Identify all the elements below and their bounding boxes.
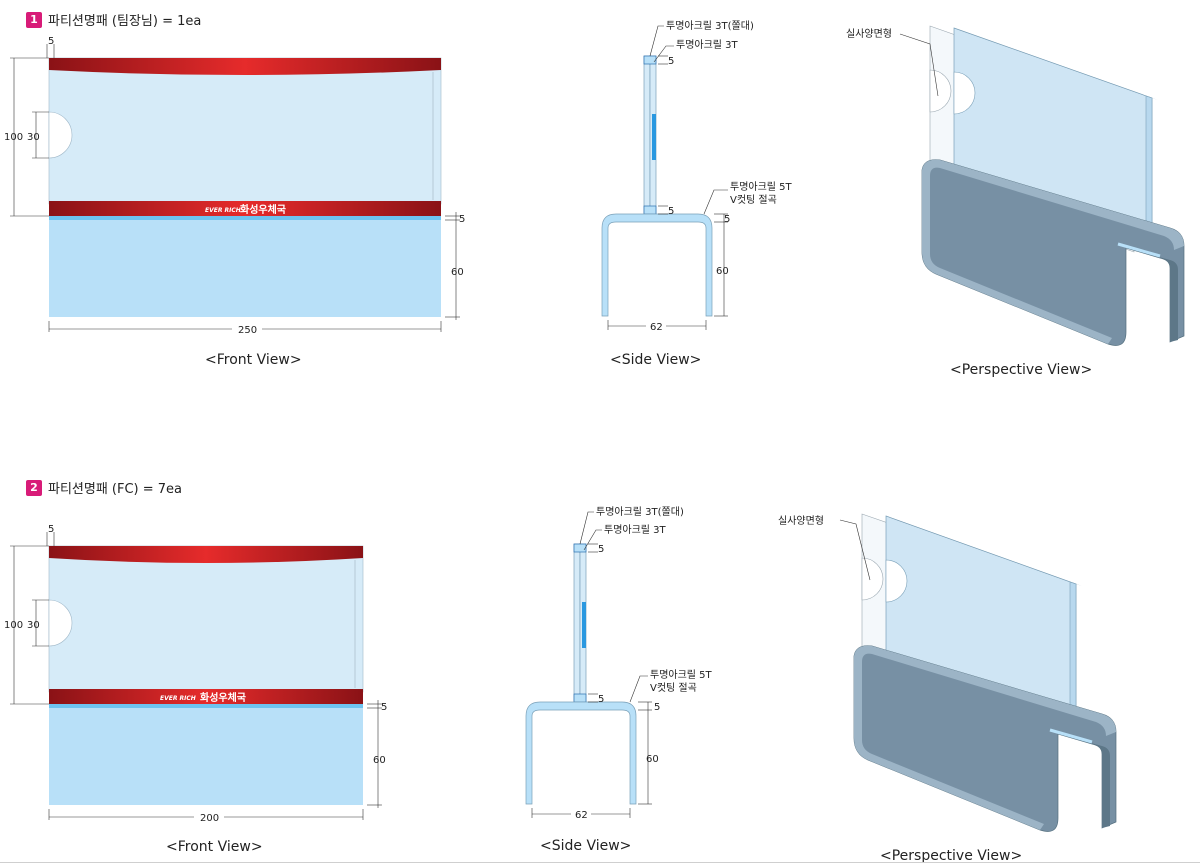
dim-side-joint: 5 <box>668 206 674 217</box>
dim-cutout-2: 30 <box>27 620 40 631</box>
dim-side-base-width: 62 <box>650 322 663 333</box>
dim-cutout: 30 <box>27 132 40 143</box>
front-view-1: EVER RICH 화성우체국 5 100 30 5 60 250 <box>4 36 465 336</box>
side-view-2: 투명아크릴 3T(쫄대) 투명아크릴 3T 투명아크릴 5T V컷팅 절곡 5 … <box>525 505 713 821</box>
front-view-caption-1: <Front View> <box>205 352 302 368</box>
dim-height-2: 100 <box>4 620 23 631</box>
perspective-view-1: 실사양면형 <box>846 25 1185 346</box>
label-persp: 실사양면형 <box>846 28 892 40</box>
brand-band <box>49 201 441 216</box>
front-view-caption-2: <Front View> <box>166 839 263 855</box>
dim-side-top: 5 <box>668 56 674 67</box>
label-base: 투명아크릴 5T <box>730 180 793 193</box>
brand-logo: EVER RICH <box>205 207 241 214</box>
section-2-heading: 2 파티션명패 (FC) = 7ea <box>26 478 182 497</box>
label-panel: 투명아크릴 3T <box>676 38 739 51</box>
side-view-caption-2: <Side View> <box>540 838 632 854</box>
section-2-badge: 2 <box>26 479 42 496</box>
dim-side-base-top: 5 <box>724 214 730 225</box>
front-panel <box>48 57 442 205</box>
front-view-2: EVER RICH 화성우체국 5 100 30 5 60 200 <box>4 524 387 824</box>
dim-base-2: 60 <box>373 755 386 766</box>
top-red-bar <box>49 58 441 75</box>
section-1-title: 파티션명패 (팀장님) = 1ea <box>48 14 202 29</box>
label-bar-2: 투명아크릴 3T(쫄대) <box>596 505 684 518</box>
brand-text-2: 화성우체국 <box>200 691 246 704</box>
perspective-view-2: 실사양면형 <box>778 513 1117 832</box>
dim-side-joint-2: 5 <box>598 694 604 705</box>
dim-band: 5 <box>459 214 465 225</box>
label-bar: 투명아크릴 3T(쫄대) <box>666 19 754 32</box>
dim-band-2: 5 <box>381 702 387 713</box>
label-cut-2: V컷팅 절곡 <box>650 681 697 694</box>
dim-width-2: 200 <box>200 813 219 824</box>
dim-height: 100 <box>4 132 23 143</box>
dim-side-base-height: 60 <box>716 266 729 277</box>
side-view-1: 투명아크릴 3T(쫄대) 투명아크릴 3T 투명아크릴 5T V컷팅 절곡 5 … <box>601 19 793 333</box>
label-persp-2: 실사양면형 <box>778 515 824 527</box>
brand-text: 화성우체국 <box>240 203 286 216</box>
side-view-caption-1: <Side View> <box>610 352 702 368</box>
dim-side-top-2: 5 <box>598 544 604 555</box>
dim-base: 60 <box>451 267 464 278</box>
label-cut: V컷팅 절곡 <box>730 193 777 206</box>
perspective-view-caption-2: <Perspective View> <box>880 848 1023 864</box>
dim-side-base-height-2: 60 <box>646 754 659 765</box>
label-base-2: 투명아크릴 5T <box>650 668 713 681</box>
dim-side-base-width-2: 62 <box>575 810 588 821</box>
dim-side-base-top-2: 5 <box>654 702 660 713</box>
brand-logo-2: EVER RICH <box>160 695 196 702</box>
bottom-divider <box>0 862 1200 863</box>
dim-width: 250 <box>238 325 257 336</box>
perspective-view-caption-1: <Perspective View> <box>950 362 1093 378</box>
front-base <box>49 220 441 317</box>
section-1-heading: 1 파티션명패 (팀장님) = 1ea <box>26 10 201 29</box>
section-2-title: 파티션명패 (FC) = 7ea <box>48 482 183 497</box>
dim-top: 5 <box>48 36 54 47</box>
section-1-badge: 1 <box>26 11 42 28</box>
dim-top-2: 5 <box>48 524 54 535</box>
label-panel-2: 투명아크릴 3T <box>604 523 667 536</box>
u-base <box>601 213 713 317</box>
finger-cutout <box>48 111 73 159</box>
